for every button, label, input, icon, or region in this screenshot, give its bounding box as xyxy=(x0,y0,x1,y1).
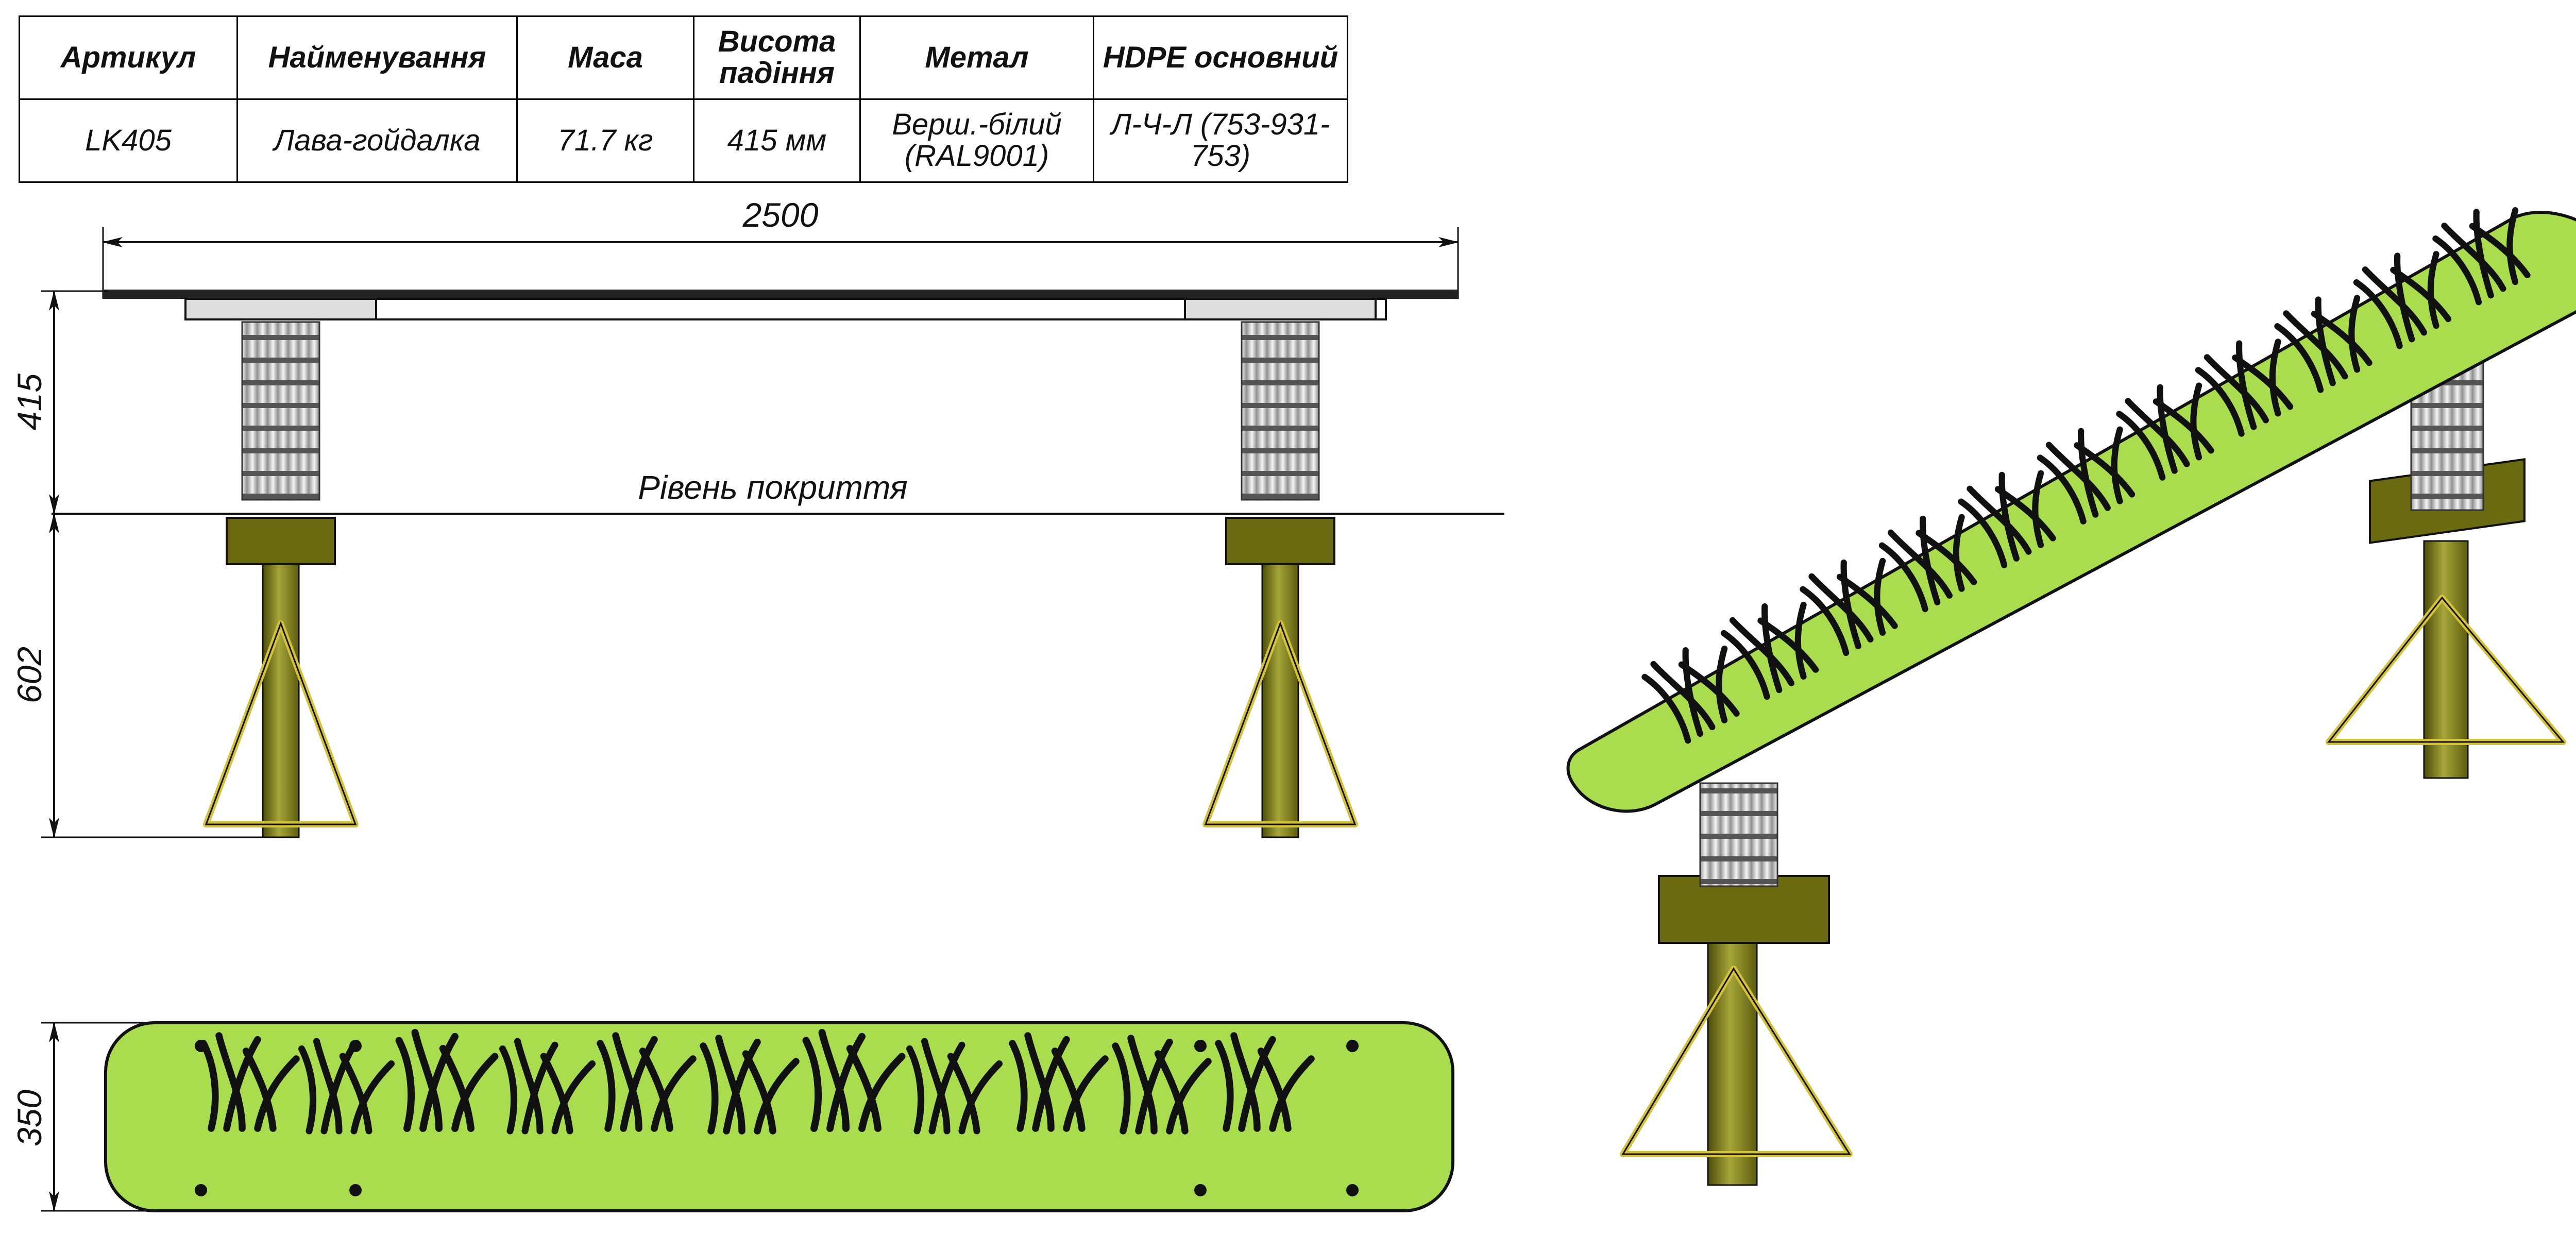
spec-table: Артикул Найменування Маса Висота падіння… xyxy=(19,15,1348,183)
header-metal: Метал xyxy=(859,15,1094,100)
header-hdpe: HDPE основний xyxy=(1093,15,1348,100)
cell-name: Лава-гойдалка xyxy=(236,98,518,183)
cell-metal: Верш.-білий (RAL9001) xyxy=(859,98,1094,183)
width-label: 350 xyxy=(10,1090,48,1146)
clamp-plate-left xyxy=(226,517,336,565)
header-name: Найменування xyxy=(236,15,518,100)
mounting-holes xyxy=(195,1040,1359,1196)
side-view: 2500 Рівень покриття 415 602 xyxy=(10,196,1504,838)
seat-board-side xyxy=(103,290,1458,299)
header-fall-height: Висота падіння xyxy=(693,15,861,100)
seat-top-view xyxy=(104,1021,1454,1212)
depth-label: 602 xyxy=(10,647,48,703)
cell-hdpe: Л-Ч-Л (753-931-753) xyxy=(1093,98,1348,183)
post-right xyxy=(1261,563,1299,838)
spring-left xyxy=(241,321,320,501)
isometric-view xyxy=(1566,192,2576,1186)
table-header-row: Артикул Найменування Маса Висота падіння… xyxy=(19,15,1348,100)
iso-post-front xyxy=(1620,782,1853,1186)
ground-level-label: Рівень покриття xyxy=(638,469,907,506)
top-view: 350 xyxy=(10,1021,1454,1212)
length-label: 2500 xyxy=(742,196,819,234)
table-data-row: LK405 Лава-гойдалка 71.7 кг 415 мм Верш.… xyxy=(19,98,1348,183)
clamp-plate-right xyxy=(1225,517,1335,565)
seat-height-label: 415 xyxy=(10,374,48,430)
header-article: Артикул xyxy=(19,15,238,100)
post-left xyxy=(262,563,300,838)
header-mass: Маса xyxy=(516,15,694,100)
cell-article: LK405 xyxy=(19,98,238,183)
cell-fall-height: 415 мм xyxy=(693,98,861,183)
spring-right xyxy=(1241,321,1320,501)
cell-mass: 71.7 кг xyxy=(516,98,694,183)
